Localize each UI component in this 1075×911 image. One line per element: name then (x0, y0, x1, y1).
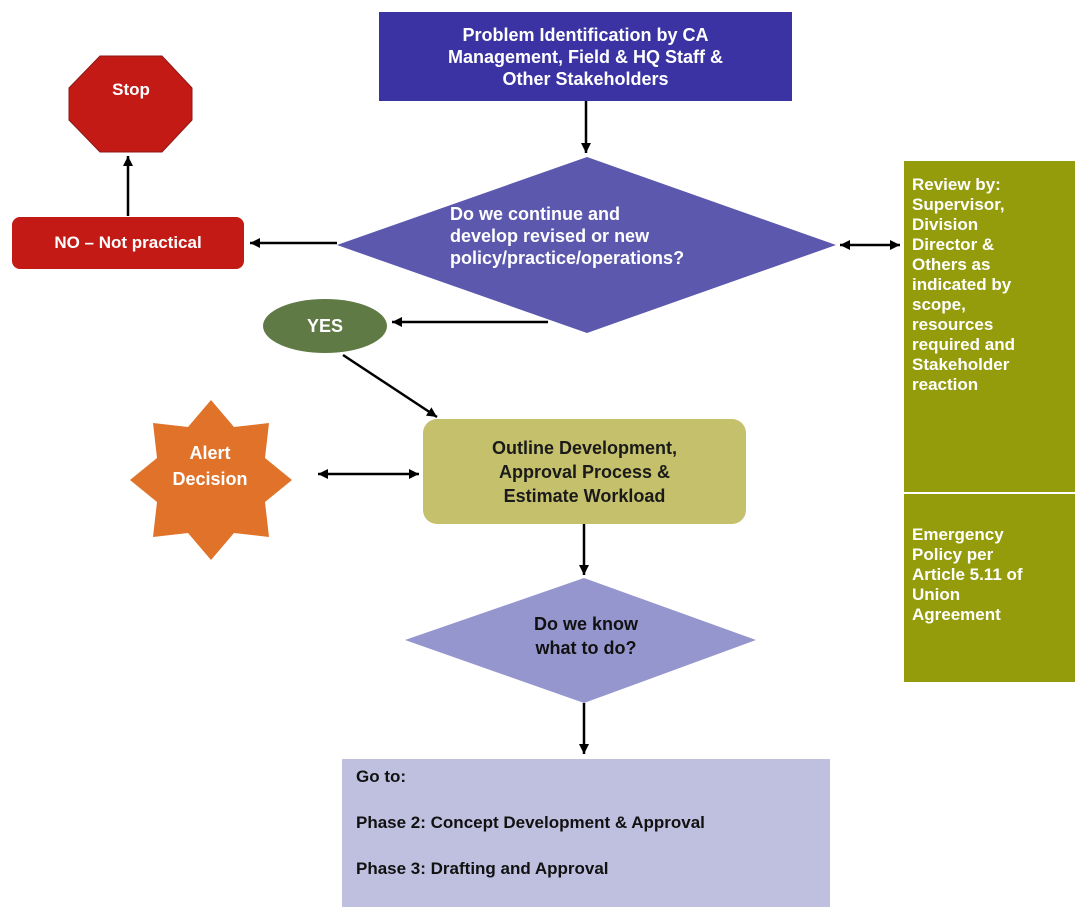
goto-box: Go to: Phase 2: Concept Development & Ap… (342, 759, 830, 907)
decision1-label: Do we continue and develop revised or ne… (450, 204, 685, 268)
alert-star (130, 400, 292, 560)
goto-phase3: Phase 3: Drafting and Approval (356, 859, 609, 878)
review-by-text: Review by: Supervisor, Division Director… (912, 175, 1015, 394)
arrow-yes-to-outline (342, 353, 438, 419)
emergency-policy-text: Emergency Policy per Article 5.11 of Uni… (912, 525, 1023, 624)
alert-decision-label: Alert Decision (172, 443, 248, 489)
no-not-practical-box: NO – Not practical (12, 217, 244, 269)
stop-octagon (68, 55, 193, 153)
outline-development-box: Outline Development, Approval Process & … (423, 419, 746, 524)
goto-phase2: Phase 2: Concept Development & Approval (356, 813, 705, 832)
decision2-diamond (405, 578, 756, 703)
stop-label: Stop (112, 80, 150, 99)
decision1-diamond (337, 157, 836, 333)
problem-identification-text: Problem Identification by CA Management,… (447, 24, 724, 89)
yes-ellipse (263, 299, 387, 353)
review-side-panel: Review by: Supervisor, Division Director… (904, 161, 1075, 682)
yes-label: YES (306, 315, 344, 336)
problem-identification-box: Problem Identification by CA Management,… (379, 12, 792, 101)
goto-heading: Go to: (356, 767, 407, 786)
decision2-label: Do we know what to do? (533, 614, 638, 658)
outline-development-text: Outline Development, Approval Process & … (491, 437, 678, 506)
side-panel-divider (904, 492, 1075, 494)
no-not-practical-text: NO – Not practical (54, 233, 202, 252)
